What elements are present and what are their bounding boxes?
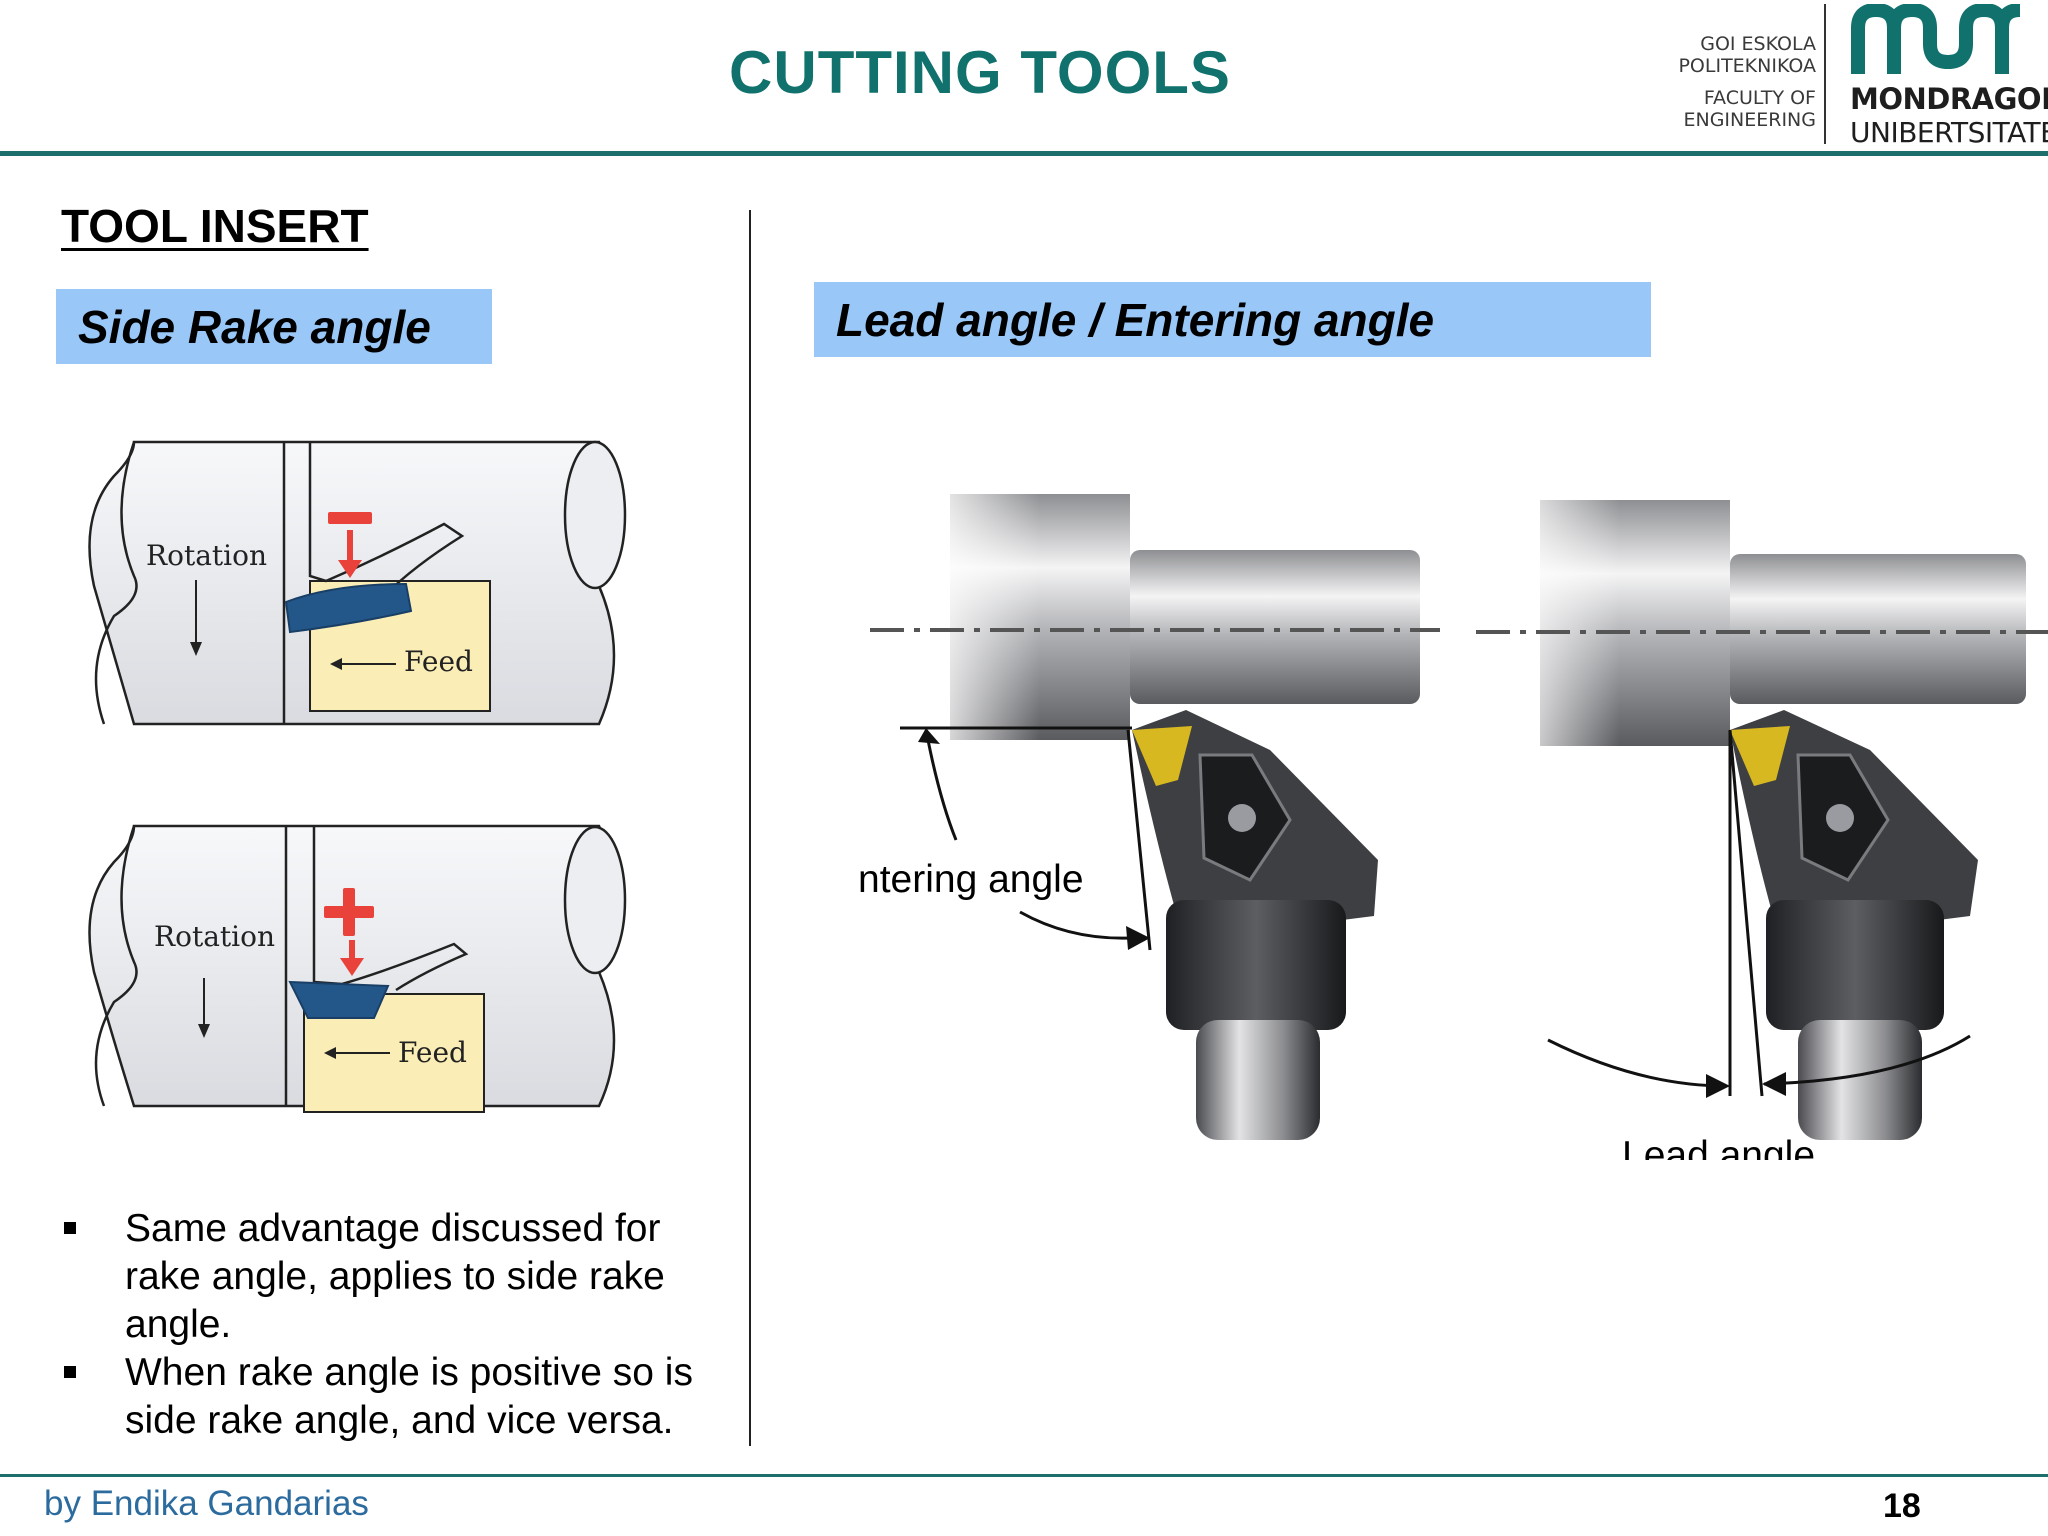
header-rule (0, 151, 2048, 156)
logo-line-2: POLITEKNIKOA (1678, 55, 1816, 77)
page-number: 18 (1883, 1487, 1921, 1525)
bullet-square-icon (64, 1222, 76, 1234)
lead-angle-label: Lead angle (1622, 1134, 1815, 1160)
lead-angle-figure: Entering angle Lead angle (860, 494, 2048, 1160)
author-credit: by Endika Gandarias (44, 1484, 369, 1523)
lead-angle-setup (1476, 498, 2048, 1140)
side-rake-positive-figure: Rotation Feed (88, 824, 627, 1113)
bullet-square-icon (64, 1366, 76, 1378)
footer-rule (0, 1474, 2048, 1477)
bullet-text: When rake angle is positive so is side r… (125, 1351, 693, 1442)
column-divider (749, 210, 751, 1446)
logo-divider (1824, 4, 1826, 144)
logo-line-4: ENGINEERING (1683, 109, 1816, 131)
entering-angle-label: Entering angle (860, 858, 1084, 901)
section-heading: TOOL INSERT (61, 200, 369, 252)
entering-angle-setup (870, 494, 1440, 1140)
logo-subtitle: UNIBERTSITATEA (1850, 116, 2048, 149)
minus-sign-icon (328, 512, 372, 524)
fig-bottom-rotation-label: Rotation (154, 920, 275, 953)
fig-top-feed-label: Feed (404, 645, 473, 678)
lead-angle-band: Lead angle / Entering angle (814, 282, 1651, 357)
fig-top-rotation-label: Rotation (146, 539, 267, 572)
bullet-text: Same advantage discussed for rake angle,… (125, 1207, 665, 1346)
side-rake-band: Side Rake angle (56, 289, 492, 364)
lead-angle-title: Lead angle / Entering angle (836, 293, 1435, 346)
logo-line-3: FACULTY OF (1703, 87, 1816, 109)
logo-name: MONDRAGON (1850, 82, 2048, 116)
plus-sign-icon (324, 888, 374, 936)
page-title: CUTTING TOOLS (729, 39, 1231, 106)
logo-school-text: GOI ESKOLA POLITEKNIKOA FACULTY OF ENGIN… (1678, 33, 1816, 131)
side-rake-title: Side Rake angle (78, 300, 431, 353)
university-logo-icon (1851, 4, 2021, 74)
fig-bottom-feed-label: Feed (398, 1036, 467, 1069)
bullet-list: Same advantage discussed for rake angle,… (60, 1205, 740, 1445)
bullet-item: Same advantage discussed for rake angle,… (60, 1205, 740, 1349)
logo-line-1: GOI ESKOLA (1700, 33, 1816, 55)
bullet-item: When rake angle is positive so is side r… (60, 1349, 740, 1445)
side-rake-negative-figure: Rotation Feed (88, 440, 627, 726)
